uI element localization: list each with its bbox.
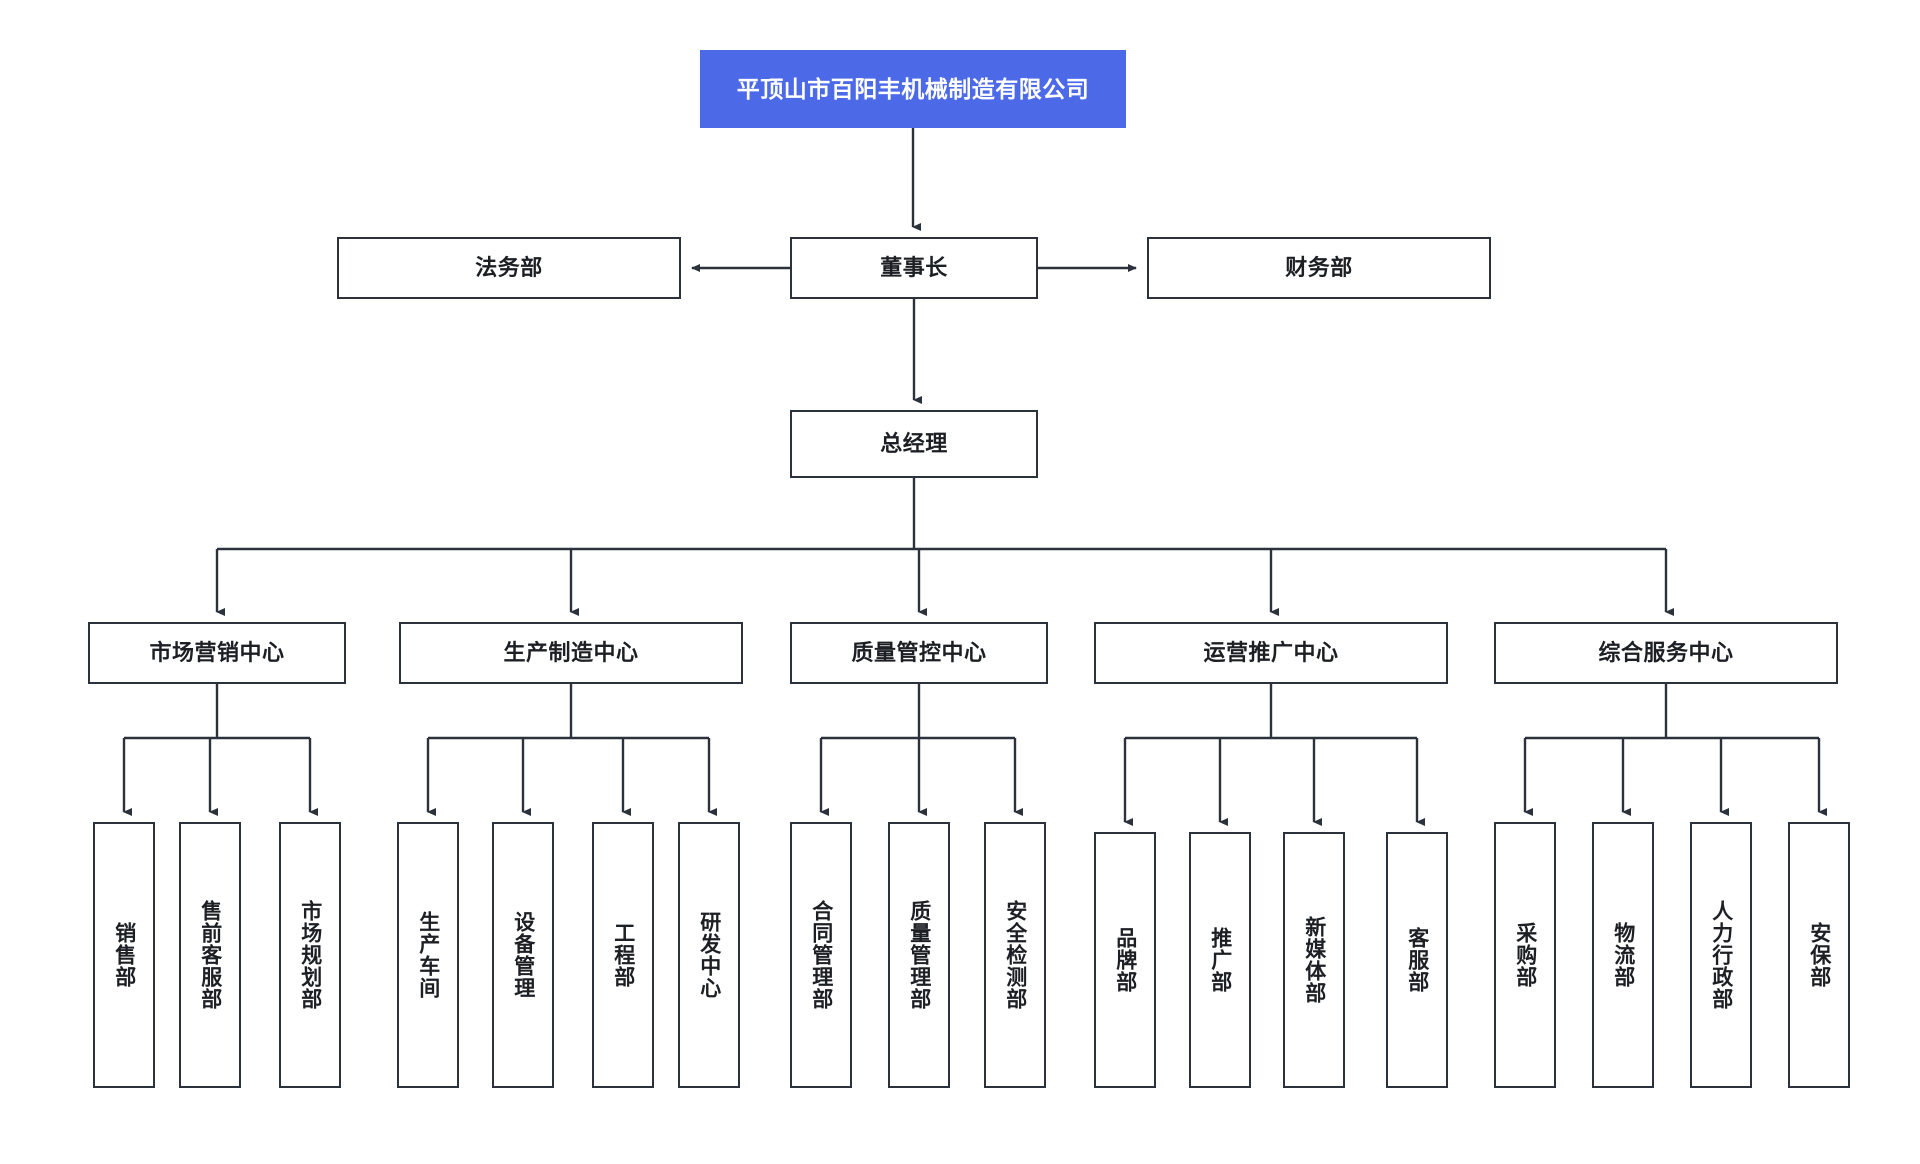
department-node-2-1-label: 生产车间 [416, 911, 440, 999]
chairman-node-label: 董事长 [880, 255, 948, 281]
department-node-1-3[interactable]: 市场规划部 [279, 822, 341, 1088]
center-node-3[interactable]: 质量管控中心 [790, 622, 1048, 684]
center-node-3-label: 质量管控中心 [851, 640, 987, 666]
center-node-2-label: 生产制造中心 [503, 640, 639, 666]
chairman-node[interactable]: 董事长 [790, 237, 1038, 299]
department-node-5-1[interactable]: 采购部 [1494, 822, 1556, 1088]
department-node-3-2-label: 质量管理部 [907, 900, 931, 1010]
department-node-4-1-label: 品牌部 [1113, 927, 1137, 993]
department-node-5-1-label: 采购部 [1513, 922, 1537, 988]
department-node-3-1-label: 合同管理部 [809, 900, 833, 1010]
department-node-2-2[interactable]: 设备管理 [492, 822, 554, 1088]
department-node-4-3-label: 新媒体部 [1302, 916, 1326, 1004]
company-root-node-label: 平顶山市百阳丰机械制造有限公司 [736, 75, 1090, 102]
department-node-1-2-label: 售前客服部 [198, 900, 222, 1010]
department-node-3-3-label: 安全检测部 [1003, 900, 1027, 1010]
company-root-node[interactable]: 平顶山市百阳丰机械制造有限公司 [700, 50, 1126, 128]
department-node-3-1[interactable]: 合同管理部 [790, 822, 852, 1088]
center-node-4[interactable]: 运营推广中心 [1094, 622, 1448, 684]
center-node-1[interactable]: 市场营销中心 [88, 622, 346, 684]
department-node-2-1[interactable]: 生产车间 [397, 822, 459, 1088]
general-manager-node-label: 总经理 [880, 431, 948, 457]
center-node-1-label: 市场营销中心 [149, 640, 285, 666]
legal-department-node[interactable]: 法务部 [337, 237, 681, 299]
department-node-5-4[interactable]: 安保部 [1788, 822, 1850, 1088]
finance-department-node-label: 财务部 [1285, 255, 1353, 281]
department-node-2-3-label: 工程部 [611, 922, 635, 988]
department-node-4-2-label: 推广部 [1208, 927, 1232, 993]
department-node-5-3[interactable]: 人力行政部 [1690, 822, 1752, 1088]
department-node-4-4-label: 客服部 [1405, 927, 1429, 993]
department-node-3-3[interactable]: 安全检测部 [984, 822, 1046, 1088]
department-node-2-4-label: 研发中心 [697, 911, 721, 999]
department-node-4-3[interactable]: 新媒体部 [1283, 832, 1345, 1088]
center-node-5-label: 综合服务中心 [1598, 640, 1734, 666]
department-node-2-2-label: 设备管理 [511, 911, 535, 999]
department-node-5-2-label: 物流部 [1611, 922, 1635, 988]
department-node-1-1-label: 销售部 [112, 922, 136, 988]
department-node-5-2[interactable]: 物流部 [1592, 822, 1654, 1088]
department-node-4-2[interactable]: 推广部 [1189, 832, 1251, 1088]
finance-department-node[interactable]: 财务部 [1147, 237, 1491, 299]
general-manager-node[interactable]: 总经理 [790, 410, 1038, 478]
department-node-5-3-label: 人力行政部 [1709, 900, 1733, 1010]
department-node-1-2[interactable]: 售前客服部 [179, 822, 241, 1088]
department-node-1-3-label: 市场规划部 [298, 900, 322, 1010]
center-node-4-label: 运营推广中心 [1203, 640, 1339, 666]
department-node-5-4-label: 安保部 [1807, 922, 1831, 988]
department-node-4-1[interactable]: 品牌部 [1094, 832, 1156, 1088]
department-node-2-3[interactable]: 工程部 [592, 822, 654, 1088]
department-node-4-4[interactable]: 客服部 [1386, 832, 1448, 1088]
center-node-2[interactable]: 生产制造中心 [399, 622, 743, 684]
department-node-1-1[interactable]: 销售部 [93, 822, 155, 1088]
legal-department-node-label: 法务部 [475, 255, 543, 281]
department-node-3-2[interactable]: 质量管理部 [888, 822, 950, 1088]
department-node-2-4[interactable]: 研发中心 [678, 822, 740, 1088]
center-node-5[interactable]: 综合服务中心 [1494, 622, 1838, 684]
